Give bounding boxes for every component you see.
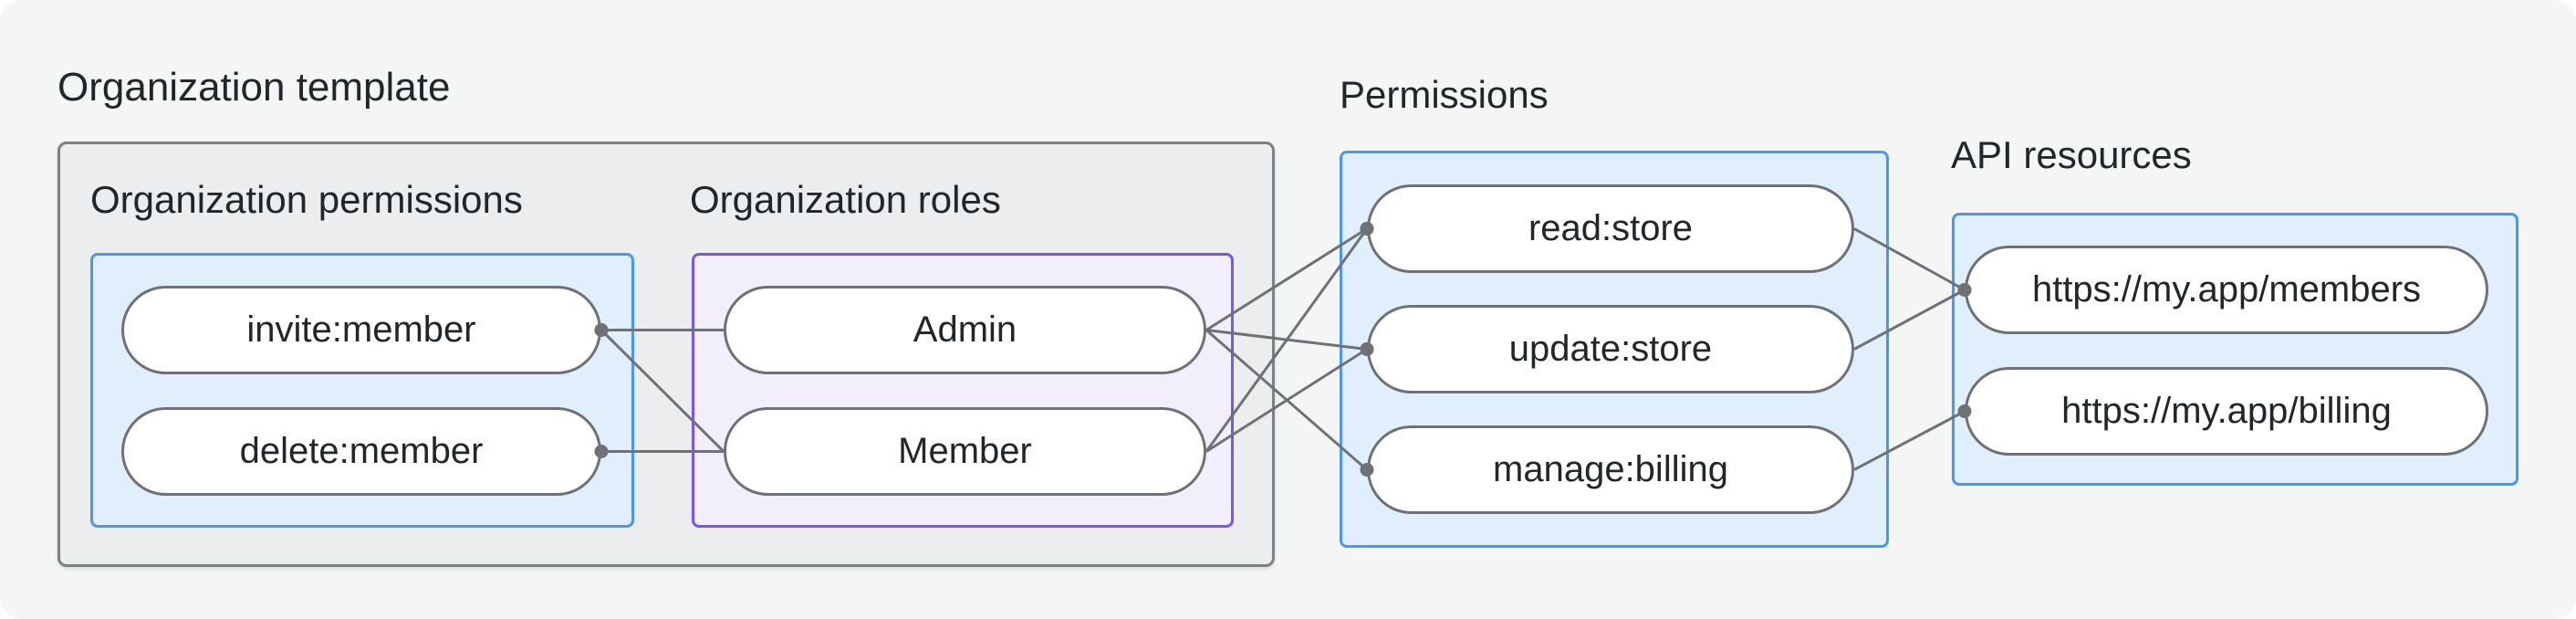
manage-billing-node-label: manage:billing [1493,449,1728,489]
billing-url-node: https://my.app/billing [1965,367,2488,456]
members-url-node-label: https://my.app/members [2031,269,2422,310]
permissions-label: Permissions [1340,73,1549,116]
org-permissions-label: Organization permissions [90,178,523,221]
member-role-node: Member [724,407,1206,496]
delete-member-node: delete:member [121,407,601,496]
admin-role-node: Admin [724,286,1206,374]
invite-member-node-label: invite:member [246,310,476,350]
invite-member-node: invite:member [121,286,601,374]
update-store-node: update:store [1367,305,1854,393]
member-role-node-label: Member [898,431,1032,471]
billing-url-node-label: https://my.app/billing [2061,391,2392,431]
update-store-node-label: update:store [1508,329,1713,369]
admin-role-node-label: Admin [913,310,1017,350]
read-store-node: read:store [1367,184,1854,273]
api-resources-label: API resources [1951,133,2192,176]
delete-member-node-label: delete:member [239,431,484,471]
manage-billing-node: manage:billing [1367,425,1854,514]
members-url-node: https://my.app/members [1965,246,2488,334]
diagram-title: Organization template [57,65,451,110]
read-store-node-label: read:store [1528,208,1694,248]
org-roles-label: Organization roles [690,178,1001,221]
